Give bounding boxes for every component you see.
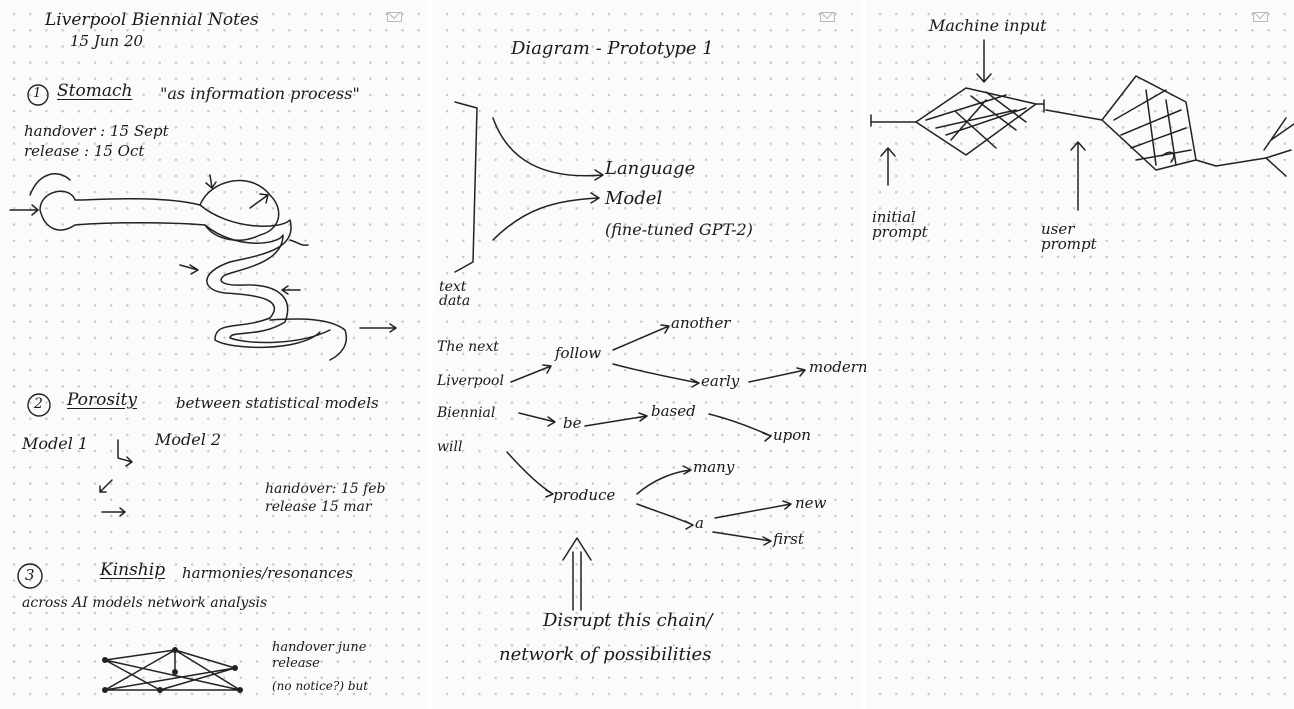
model-node-2: [1101, 75, 1197, 171]
caption-line-1: Disrupt this chain/: [543, 610, 713, 631]
item-1-heading: Stomach: [57, 81, 133, 101]
word-another: another: [671, 314, 731, 332]
page-date: 15 Jun 20: [70, 32, 144, 50]
word-be: be: [563, 414, 582, 432]
sentence-line-4: will: [437, 439, 463, 455]
language-model-label-3: (fine-tuned GPT-2): [605, 220, 753, 239]
item-3-note: (no notice?) but: [272, 679, 369, 693]
stomach-sketch: [39, 179, 280, 241]
word-new: new: [795, 494, 827, 512]
word-upon: upon: [773, 426, 811, 444]
notebook-page-1: Liverpool Biennial Notes 15 Jun 20 1 Sto…: [0, 0, 428, 709]
item-2-subheading: between statistical models: [176, 394, 379, 412]
item-3-line: across AI models network analysis: [22, 595, 268, 611]
item-2-handover: handover: 15 feb: [265, 481, 386, 497]
item-3-handover: handover june: [272, 640, 367, 655]
mail-icon: [820, 12, 835, 22]
model-arrows: [117, 439, 133, 467]
word-modern: modern: [809, 358, 868, 376]
model-node-1: [915, 87, 1037, 156]
item-1-release: release : 15 Oct: [24, 142, 145, 160]
item-3-release: release: [272, 656, 320, 671]
caption-line-2: network of possibilities: [499, 644, 712, 665]
word-a: a: [695, 514, 704, 532]
page-2-diagram: [454, 101, 806, 611]
item-1-number: 1: [33, 86, 42, 101]
item-2-number: 2: [34, 396, 43, 412]
diagram-title: Diagram - Prototype 1: [511, 38, 714, 59]
item-3-number: 3: [25, 566, 35, 584]
item-1-handover: handover : 15 Sept: [24, 122, 169, 140]
item-2-heading: Porosity: [67, 390, 137, 410]
sentence-line-2: Liverpool: [437, 373, 504, 389]
disrupt-arrow: [562, 537, 592, 611]
notebook-page-2: Diagram - Prototype 1 Language Model (fi…: [433, 0, 868, 709]
mail-icon: [1253, 12, 1268, 22]
sentence-line-3: Biennial: [437, 405, 496, 421]
page-title: Liverpool Biennial Notes: [45, 10, 259, 30]
notebook-page-3: Machine input initial prompt user prompt: [866, 0, 1294, 709]
network-graph: [102, 647, 243, 693]
machine-input-label: Machine input: [929, 16, 1047, 35]
word-first: first: [773, 530, 804, 548]
item-2-release: release 15 mar: [265, 499, 372, 515]
word-early: early: [701, 372, 740, 390]
text-data-label: text data: [439, 279, 471, 309]
word-follow: follow: [555, 344, 602, 362]
item-2-model-1: Model 1: [22, 434, 89, 453]
item-1-subheading: "as information process": [160, 84, 360, 103]
item-2-model-2: Model 2: [155, 430, 222, 449]
initial-prompt-label: initial prompt: [872, 208, 928, 241]
sentence-line-1: The next: [437, 339, 499, 355]
word-many: many: [693, 458, 735, 476]
mail-icon: [387, 12, 402, 22]
word-based: based: [651, 402, 696, 420]
user-prompt-label: user prompt: [1041, 220, 1097, 253]
page-1-sketches: [9, 84, 397, 693]
item-3-subheading: harmonies/resonances: [182, 564, 354, 582]
item-3-heading: Kinship: [100, 560, 166, 580]
language-model-label-2: Model: [605, 188, 663, 209]
page-3-diagram: [870, 39, 1294, 211]
language-model-label-1: Language: [605, 158, 696, 179]
word-produce: produce: [553, 486, 616, 504]
